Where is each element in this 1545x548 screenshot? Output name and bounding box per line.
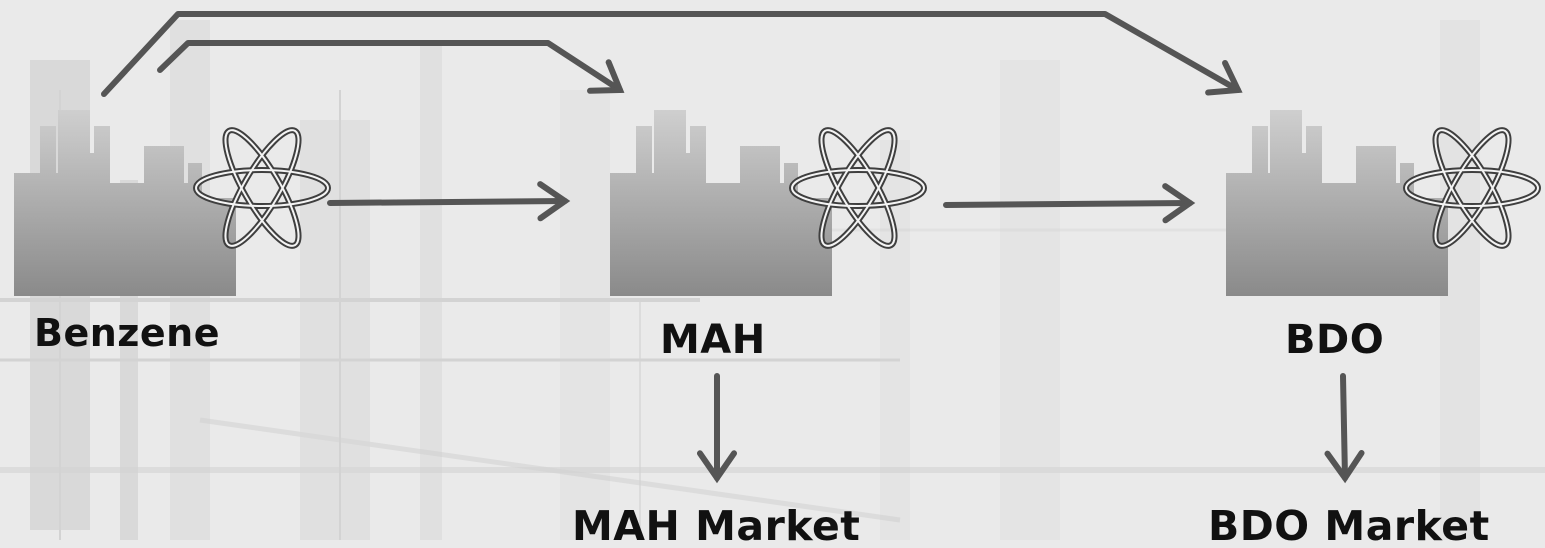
market-label-mah: MAH Market xyxy=(572,502,861,548)
arrow-benzene-to-mah xyxy=(327,181,571,222)
arrow-benzene-to-mah xyxy=(157,40,625,94)
arrow-bdo-to-bdo-market xyxy=(1324,373,1365,484)
market-label-bdo: BDO Market xyxy=(1208,502,1490,548)
factory-icon xyxy=(610,110,832,296)
factory-icon xyxy=(14,110,236,296)
arrowhead-icon xyxy=(537,181,571,222)
arrow-benzene-to-bdo xyxy=(101,11,1243,97)
node-label-benzene: Benzene xyxy=(34,311,221,355)
arrowhead-icon xyxy=(1205,59,1243,96)
arrowhead-icon xyxy=(587,59,625,94)
arrow-mah-to-bdo xyxy=(943,183,1196,224)
factory-icon xyxy=(1226,110,1448,296)
node-label-mah: MAH xyxy=(660,317,766,363)
arrowhead-icon xyxy=(696,450,738,484)
arrowhead-icon xyxy=(1324,449,1365,484)
factory-atom-icon xyxy=(1226,110,1538,296)
arrow-mah-to-mah-market xyxy=(696,373,738,484)
factory-atom-icon xyxy=(610,110,924,296)
node-label-bdo: BDO xyxy=(1285,317,1385,363)
arrowhead-icon xyxy=(1162,183,1196,224)
factory-atom-icon xyxy=(14,110,328,296)
